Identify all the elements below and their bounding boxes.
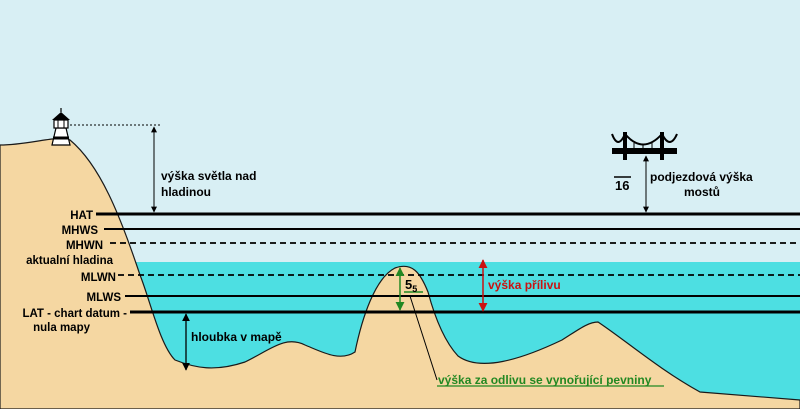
label-light-height-line2: hladinou — [161, 185, 211, 199]
label-drying-symbol: 55 — [405, 277, 417, 294]
label-tide-height: výška přílivu — [488, 278, 561, 292]
label-clearance-value: 16 — [615, 178, 629, 193]
label-current-level: aktualní hladina — [26, 255, 114, 267]
label-mhws: MHWS — [62, 225, 99, 237]
drying-height-leader — [409, 295, 438, 381]
label-mlws: MLWS — [87, 292, 122, 304]
label-hat: HAT — [70, 210, 93, 222]
label-clearance-line1: podjezdová výška — [650, 170, 753, 184]
bridge-icon — [611, 132, 678, 160]
label-drying-height: výška za odlivu se vynořující pevniny — [438, 373, 652, 387]
label-clearance-line2: mostů — [684, 185, 720, 199]
label-lat-line1: LAT - chart datum - — [22, 308, 127, 320]
drying-symbol-main: 5 — [405, 277, 412, 292]
label-mlwn: MLWN — [81, 272, 116, 284]
label-mhwn: MHWN — [66, 240, 103, 252]
label-lat-line2: nula mapy — [33, 322, 90, 334]
drying-symbol-subscript: 5 — [412, 284, 417, 294]
lighthouse-icon — [51, 108, 71, 146]
label-chart-depth: hloubka v mapě — [191, 330, 282, 344]
label-light-height-line1: výška světla nad — [161, 169, 256, 183]
